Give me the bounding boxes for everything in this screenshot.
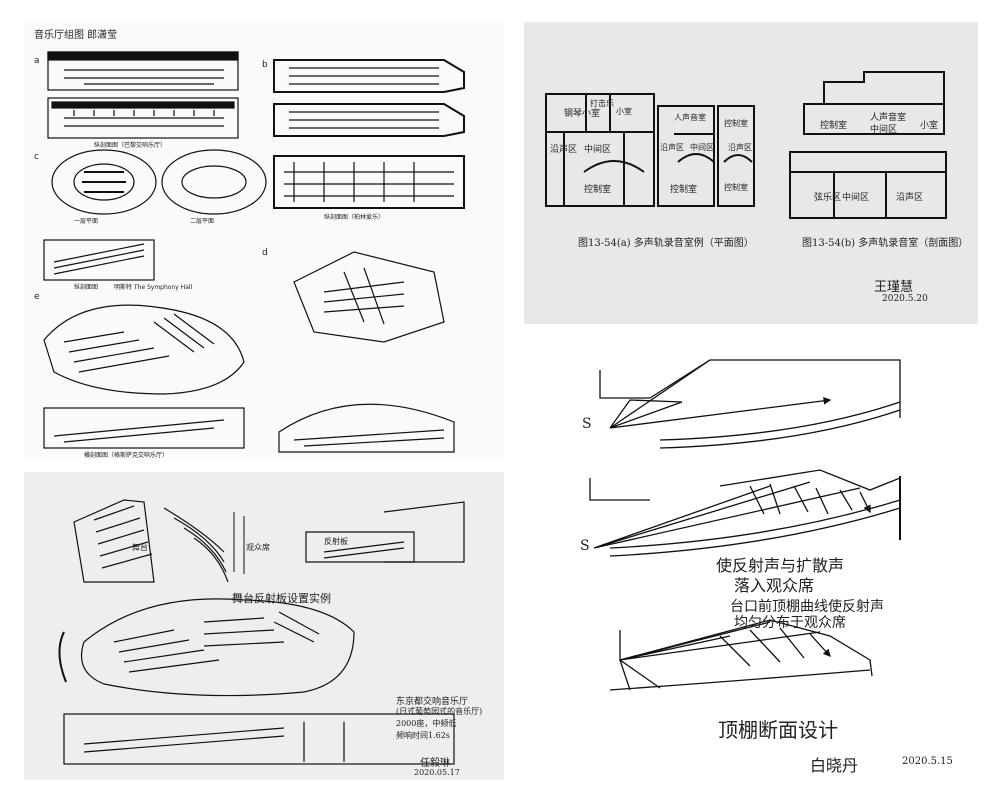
source-label-2: S (580, 538, 590, 554)
room-14: 控制室 (820, 121, 848, 131)
stage-reflector-sheet: 舞台反射板设置实例 东京都交响音乐厅 (日式葡萄园式的音乐厅) 2000座，中频… (24, 472, 504, 780)
caption-d2: 明斯特 The Symphony Hall (114, 284, 193, 291)
room-6: 控制室 (584, 185, 612, 195)
room-16: 人声音室 (674, 113, 706, 122)
ceiling-section-diagrams (589, 359, 901, 691)
caption-a1: 纵剖面图（巴黎交响乐厅） (94, 142, 167, 149)
studio-drawings (545, 71, 947, 219)
date: 2020.05.17 (414, 768, 460, 777)
room-11: 沿声区 (896, 193, 924, 203)
label-reflector: 反射板 (324, 537, 348, 546)
room-10: 中间区 (842, 193, 870, 203)
room-5: 中间区 (584, 145, 612, 155)
room-9: 弦乐区 (814, 193, 842, 203)
concert-hall-drawings (43, 51, 465, 453)
signature: 白晓丹 (810, 756, 859, 775)
room-19: 中间区 (690, 143, 714, 152)
room-13: 中间区 (870, 125, 898, 135)
date: 2020.5.20 (882, 294, 928, 304)
room-1: 钢琴小室 (564, 109, 601, 119)
label-c: c (34, 152, 39, 162)
label-d: d (262, 248, 268, 258)
source-label-1: S (582, 416, 592, 432)
label-a: a (34, 56, 40, 66)
caption-bot-2: 均匀分布于观众席 (734, 615, 846, 631)
diagram-title: 顶棚断面设计 (718, 718, 838, 742)
room-2: 打击乐 (590, 99, 614, 108)
recording-studio-sheet: 钢琴小室 打击乐 小室 沿声区 中间区 控制室 控制室 控制室 弦乐区 中间区 … (524, 22, 978, 324)
label-stage: 舞台 (132, 543, 148, 552)
caption-left: 图13-54(a) 多声轨录音室例（平面图） (578, 238, 754, 249)
note-line-2: (日式葡萄园式的音乐厅) (396, 707, 483, 716)
note-line-1: 东京都交响音乐厅 (396, 697, 469, 707)
date: 2020.5.15 (902, 756, 953, 767)
room-12: 人声音室 (870, 113, 907, 123)
caption-bot-1: 台口前顶棚曲线使反射声 (730, 599, 884, 615)
note-line-3: 2000座，中频低 (396, 719, 457, 728)
signature: 王瑾慧 (874, 280, 914, 295)
room-7: 控制室 (670, 185, 698, 195)
label-audience: 观众席 (246, 543, 270, 552)
label-e: e (34, 292, 40, 302)
room-15: 小室 (920, 121, 939, 131)
ceiling-section-sheet: S S 使反射声与扩散声 落入观众席 台口前顶棚曲线使反射声 均匀分布于观众席 … (570, 340, 982, 780)
caption-c2: 二层平面 (190, 218, 215, 225)
sheet-title: 音乐厅组图 郎潇莹 (34, 30, 118, 41)
label-b: b (262, 60, 268, 70)
note-line-4: 频响时间1.62s (396, 731, 450, 740)
room-20: 沿声区 (728, 143, 752, 152)
caption-c1: 一层平面 (74, 218, 99, 225)
caption-top: 舞台反射板设置实例 (232, 592, 331, 605)
concert-hall-sheet: 音乐厅组图 郎潇莹 a b c d e 纵剖面图（巴黎交响乐厅） 一层平面 二层… (24, 22, 504, 460)
signature: 任毅琳 (420, 758, 450, 769)
room-17: 控制室 (724, 119, 748, 128)
room-8: 控制室 (724, 183, 748, 192)
caption-d1: 纵剖面图 (74, 284, 99, 291)
room-4: 沿声区 (550, 145, 578, 155)
caption-b1: 纵剖面图（柏林爱乐） (324, 214, 385, 221)
caption-mid-1: 使反射声与扩散声 (716, 556, 845, 575)
caption-right: 图13-54(b) 多声轨录音室（剖面图） (802, 238, 969, 249)
room-3: 小室 (616, 107, 632, 116)
reflector-drawings (58, 499, 465, 765)
room-18: 沿声区 (660, 143, 684, 152)
caption-mid-2: 落入观众席 (734, 576, 815, 595)
caption-e1: 横剖面图（格斯萨克交响乐厅） (84, 452, 169, 459)
